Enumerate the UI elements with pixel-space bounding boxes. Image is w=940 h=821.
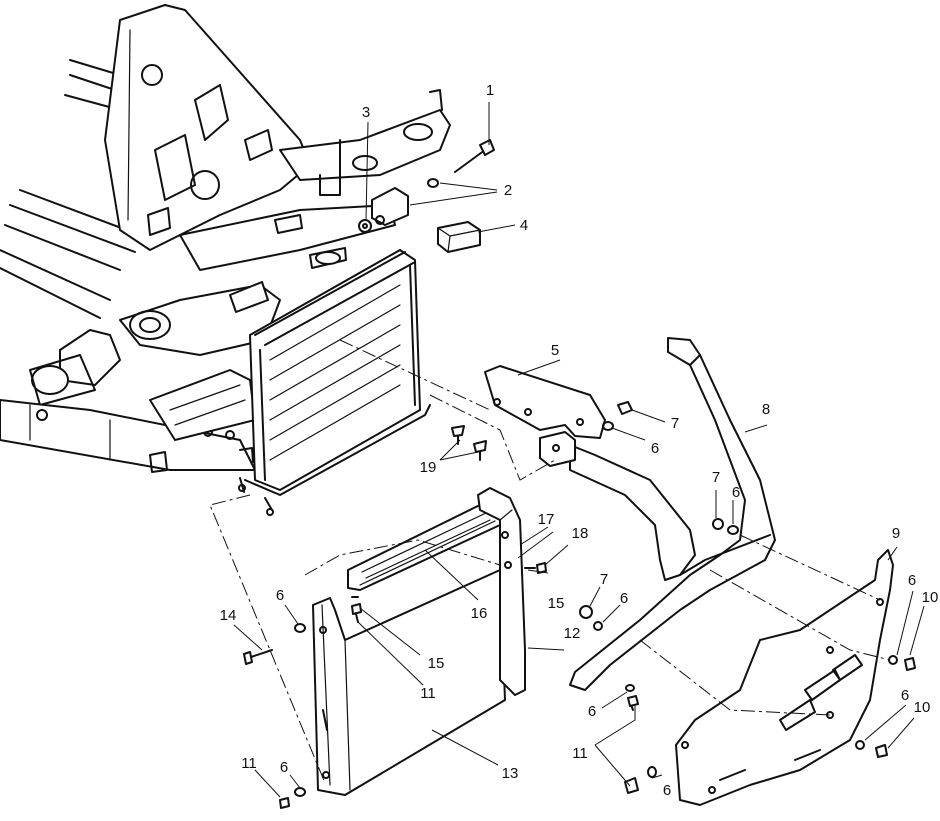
lower-shield-13	[312, 569, 506, 796]
callout-6: 6	[908, 572, 916, 589]
callout-13: 13	[502, 765, 519, 782]
callout-2: 2	[504, 182, 512, 199]
callout-6: 6	[663, 782, 671, 799]
assembly-lines	[209, 339, 891, 784]
callout-19: 19	[420, 459, 437, 476]
callout-6: 6	[280, 759, 288, 776]
callout-4: 4	[520, 217, 528, 234]
callout-6: 6	[651, 440, 659, 457]
callout-11: 11	[572, 745, 588, 762]
callout-3: 3	[362, 104, 370, 121]
callout-16: 16	[471, 605, 488, 622]
callout-10: 10	[922, 589, 939, 606]
bracket-block-4	[437, 221, 481, 253]
skid-plate-9	[675, 549, 894, 806]
callout-15: 15	[428, 655, 445, 672]
callout-6: 6	[732, 484, 740, 501]
callout-17: 17	[538, 511, 555, 528]
fasteners	[243, 401, 916, 809]
callout-8: 8	[762, 401, 770, 418]
callout-7: 7	[671, 415, 679, 432]
bolt-1	[454, 139, 495, 173]
callout-18: 18	[572, 525, 589, 542]
callout-1: 1	[486, 82, 494, 99]
callout-15: 15	[548, 595, 565, 612]
top-panel-16	[347, 499, 501, 591]
callout-12: 12	[564, 625, 581, 642]
callout-6: 6	[620, 590, 628, 607]
side-bracket-12	[477, 487, 526, 696]
callout-labels: 1 2 3 4 5 6 6 6 6 6 6 6 6 6 7 7 7 8 9 10…	[220, 82, 939, 799]
callout-11: 11	[241, 755, 257, 772]
callout-6: 6	[588, 703, 596, 720]
callout-7: 7	[600, 571, 608, 588]
callout-14: 14	[220, 607, 237, 624]
chassis-frame	[0, 4, 451, 473]
callout-11: 11	[420, 685, 436, 702]
callout-10: 10	[914, 699, 931, 716]
push-rivets-19	[451, 425, 487, 461]
leader-lines	[233, 102, 925, 798]
nut-3	[358, 219, 372, 233]
callout-6: 6	[276, 587, 284, 604]
guard-plate-5	[484, 365, 606, 439]
callout-7: 7	[712, 469, 720, 486]
mount-bracket-2	[371, 178, 439, 226]
bumper-bar-8	[539, 337, 776, 691]
radiator	[229, 247, 431, 516]
callout-5: 5	[551, 342, 559, 359]
callout-9: 9	[892, 525, 900, 542]
callout-6: 6	[901, 687, 909, 704]
